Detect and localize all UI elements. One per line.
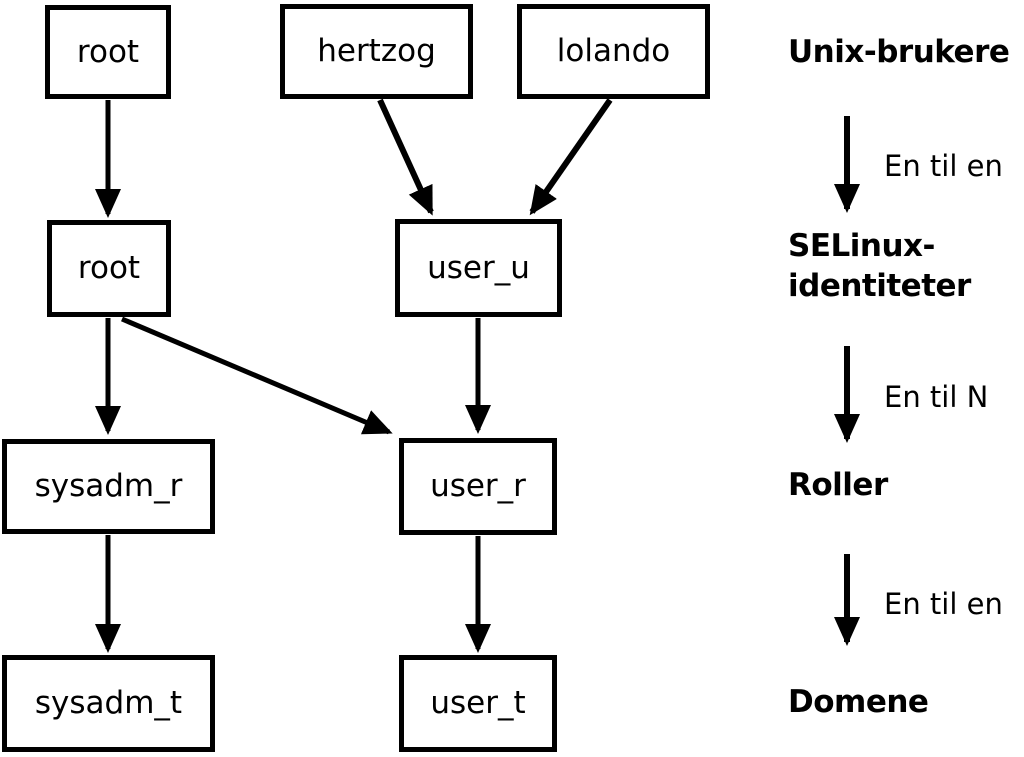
node-unix-lolando-label: lolando — [556, 33, 671, 69]
node-selinux-user-u-label: user_u — [427, 249, 530, 286]
node-domain-user-t-label: user_t — [430, 685, 526, 721]
edge-hertzog-to-user-u — [377, 98, 434, 216]
node-unix-hertzog: hertzog — [280, 4, 473, 99]
node-role-user-r-label: user_r — [430, 468, 526, 504]
node-unix-lolando: lolando — [517, 4, 710, 99]
node-unix-root-label: root — [76, 33, 140, 70]
edge-selinux-root-to-user-r — [121, 316, 393, 435]
node-selinux-root-label: root — [77, 250, 141, 286]
relation-label-one-to-one-top: En til en — [884, 149, 1003, 183]
legend-domains: Domene — [788, 684, 929, 720]
relation-label-one-to-n: En til N — [884, 380, 989, 414]
legend-selinux-identities: SELinux- identiteter — [788, 226, 971, 306]
relation-label-one-to-one-bottom: En til en — [884, 587, 1003, 621]
legend-roles: Roller — [788, 467, 888, 503]
node-domain-sysadm-t: sysadm_t — [2, 655, 215, 752]
node-selinux-root: root — [47, 220, 171, 317]
legend-selinux-line2: identiteter — [788, 268, 971, 304]
legend-selinux-line1: SELinux- — [788, 228, 935, 264]
node-role-sysadm-r: sysadm_r — [2, 439, 215, 534]
node-domain-user-t: user_t — [399, 655, 557, 752]
node-domain-sysadm-t-label: sysadm_t — [34, 685, 183, 721]
node-role-user-r: user_r — [399, 438, 557, 535]
node-role-sysadm-r-label: sysadm_r — [34, 468, 183, 504]
legend-unix-users: Unix-brukere — [788, 34, 1010, 70]
node-unix-root: root — [45, 5, 171, 99]
node-selinux-user-u: user_u — [395, 219, 562, 317]
node-unix-hertzog-label: hertzog — [317, 33, 436, 69]
edge-lolando-to-user-u — [529, 98, 613, 216]
